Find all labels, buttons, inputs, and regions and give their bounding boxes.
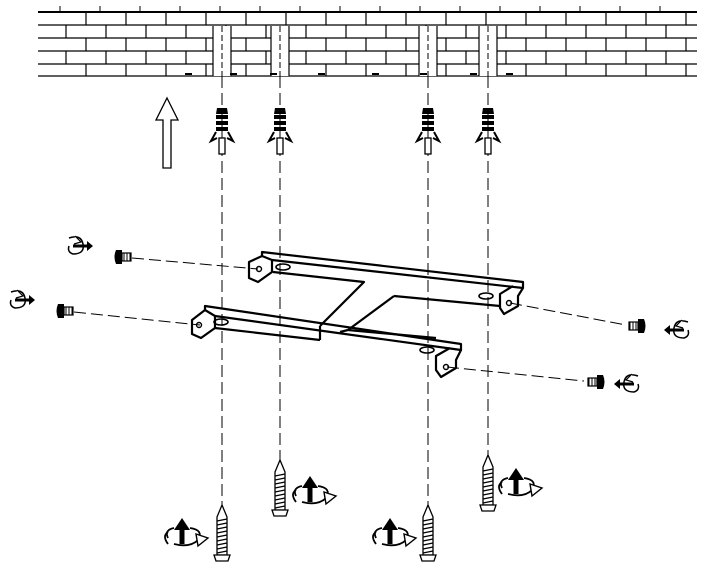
wall-anchors [210, 107, 500, 155]
wall-anchor-icon [416, 107, 440, 155]
wall-anchor-icon [210, 107, 234, 155]
side-rotation-symbols [9, 235, 690, 393]
brick-wall-icon [38, 6, 697, 77]
machine-screw-icon [113, 249, 132, 265]
mounting-bracket [190, 250, 525, 379]
machine-screw-icon [55, 303, 74, 319]
wood-screw-icon [419, 504, 437, 562]
wall-anchor-icon [268, 107, 292, 155]
wood-screw-icon [213, 504, 231, 562]
rotate-clockwise-icon [613, 373, 640, 393]
side-guide-lines [73, 257, 627, 382]
wall-anchor-icon [476, 107, 500, 155]
wood-screws [213, 454, 497, 562]
insert-direction-arrow-icon [154, 96, 180, 169]
rotate-clockwise-icon [292, 475, 337, 505]
rotate-clockwise-icon [9, 289, 36, 309]
rotate-clockwise-icon [498, 467, 543, 497]
rotate-clockwise-icon [372, 517, 417, 547]
wood-screw-icon [479, 454, 497, 512]
rotate-clockwise-icon [67, 235, 94, 255]
machine-screw-icon [628, 318, 647, 334]
wood-screw-icon [271, 459, 289, 517]
rotate-clockwise-icon [663, 319, 690, 339]
rotate-clockwise-icon [164, 517, 209, 547]
machine-screw-icon [587, 374, 606, 390]
